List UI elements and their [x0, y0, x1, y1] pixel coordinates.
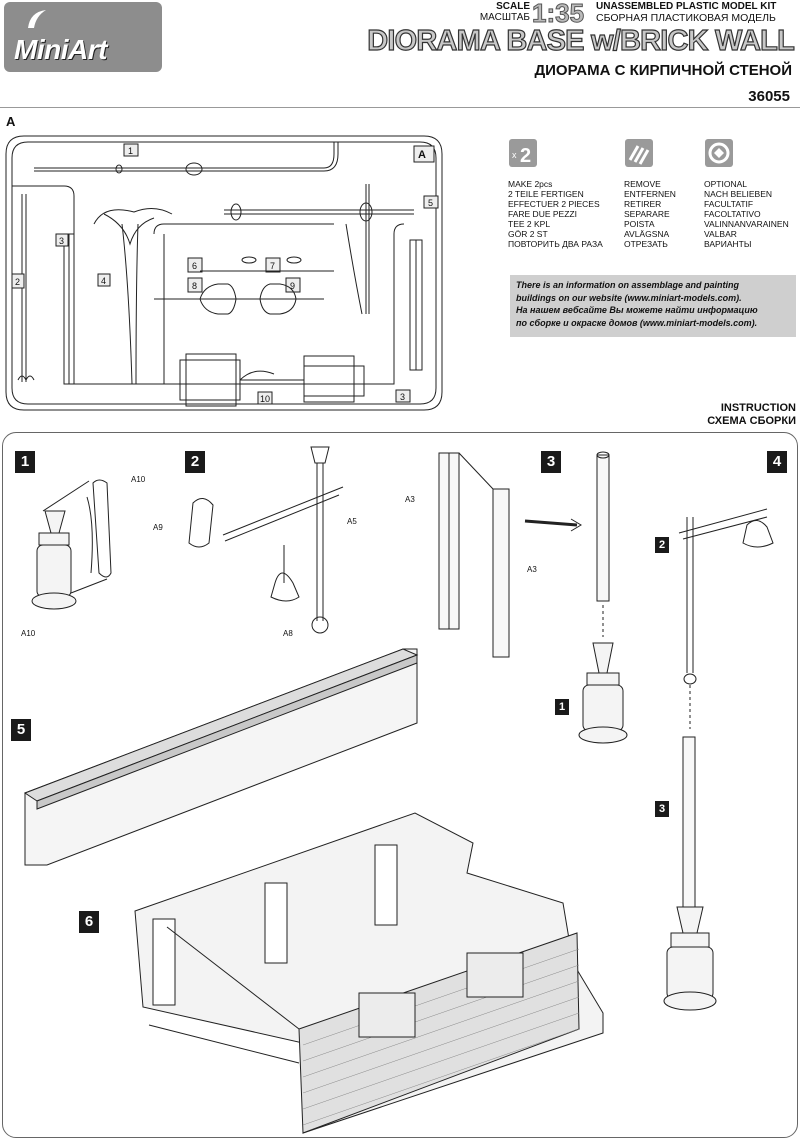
instruction-title-ru: СХЕМА СБОРКИ — [707, 415, 796, 427]
step3-ref-1: 1 — [555, 699, 569, 715]
sprue-part-5: 5 — [428, 198, 433, 208]
step-badge-3: 3 — [541, 451, 561, 473]
sprue-part-3: 3 — [59, 236, 64, 246]
sprue-part-9: 9 — [290, 281, 295, 291]
sprue-diagram: 1 2 3 4 5 6 7 8 9 10 3 A — [4, 134, 444, 412]
sprue-frame-letter: A — [418, 149, 426, 161]
step4-ref-3: 3 — [655, 801, 669, 817]
part-label-a10-bottom: A10 — [21, 629, 36, 638]
instruction-title-en: INSTRUCTION — [720, 402, 796, 414]
step-badge-2: 2 — [185, 451, 205, 473]
legend-optional-line: ВАРИАНТЫ — [704, 239, 752, 249]
legend-make-line: MAKE 2pcs — [508, 179, 553, 189]
part-label-a5: A5 — [347, 517, 357, 526]
step-badge-6: 6 — [79, 911, 99, 933]
sprue-part-2: 2 — [15, 277, 20, 287]
legend-remove-line: POISTA — [624, 219, 655, 229]
legend-optional-line: VALINNANVARAINEN — [704, 219, 789, 229]
logo-swoosh-icon — [28, 10, 46, 28]
legend-make-line: EFFECTUER 2 PIECES — [508, 199, 600, 209]
legend-remove-line: RETIRER — [624, 199, 662, 209]
legend-remove-line: ОТРЕЗАТЬ — [624, 239, 668, 249]
legend-make-line: TEE 2 KPL — [508, 219, 551, 229]
svg-text:x: x — [512, 150, 517, 160]
legend-make-line: GÖR 2 ST — [508, 229, 548, 239]
sprue-letter: A — [6, 114, 16, 129]
legend-remove-line: ENTFERNEN — [624, 189, 676, 199]
part-label-a3-left: A3 — [405, 495, 415, 504]
part-label-a9: A9 — [153, 523, 163, 532]
part-label-a8: A8 — [283, 629, 293, 638]
website-info-box: There is an information on assemblage an… — [510, 275, 796, 337]
sprue-part-10: 10 — [260, 394, 270, 404]
legend-optional: OPTIONAL NACH BELIEBEN FACULTATIF FACOLT… — [704, 138, 796, 249]
optional-icon — [705, 139, 733, 167]
sprue-drawing: 1 2 3 4 5 6 7 8 9 10 3 A — [5, 135, 443, 411]
brand-name: MiniArt — [14, 34, 107, 65]
sprue-part-6: 6 — [192, 261, 197, 271]
instruction-panel: 1 2 3 4 5 6 2 3 1 A10 A10 A9 A5 A8 A3 A3 — [2, 432, 798, 1138]
legend-remove-line: SEPARARE — [624, 209, 670, 219]
scale-label-ru: МАСШТАБ — [479, 12, 530, 23]
miniart-logo: MiniArt — [4, 2, 162, 72]
kit-type-en: UNASSEMBLED PLASTIC MODEL KIT — [596, 1, 777, 12]
legend-make-line: 2 TEILE FERTIGEN — [508, 189, 584, 199]
step-badge-4: 4 — [767, 451, 787, 473]
legend-make: x 2 MAKE 2pcs 2 TEILE FERTIGEN EFFECTUER… — [508, 138, 603, 249]
part-label-a3-right: A3 — [527, 565, 537, 574]
part-label-a10-top: A10 — [131, 475, 146, 484]
title-ru: ДИОРАМА С КИРПИЧНОЙ СТЕНОЙ — [534, 62, 792, 79]
info-line: There is an information on assemblage an… — [516, 280, 740, 290]
legend-make-line: FARE DUE PEZZI — [508, 209, 577, 219]
legend-remove-line: REMOVE — [624, 179, 661, 189]
sprue-part-3b: 3 — [400, 392, 405, 402]
sprue-part-4: 4 — [101, 276, 106, 286]
info-line: по сборке и окраске домов (www.miniart-m… — [516, 317, 758, 328]
header-divider — [0, 107, 800, 108]
scale-label-en: SCALE — [496, 1, 530, 12]
legend-optional-line: NACH BELIEBEN — [704, 189, 773, 199]
sprue-part-8: 8 — [192, 281, 197, 291]
legend-optional-line: FACOLTATIVO — [704, 209, 761, 219]
svg-text:2: 2 — [520, 145, 531, 167]
legend-optional-line: VALBAR — [704, 229, 737, 239]
step-badge-1: 1 — [15, 451, 35, 473]
remove-icon — [625, 139, 653, 167]
legend-make-line: ПОВТОРИТЬ ДВА РАЗА — [508, 239, 603, 249]
step4-ref-2: 2 — [655, 537, 669, 553]
info-line: На нашем вебсайте Вы можете найти информ… — [516, 305, 758, 315]
info-line: buildings on our website (www.miniart-mo… — [516, 292, 742, 303]
legend-optional-line: OPTIONAL — [704, 179, 747, 189]
sprue-part-1: 1 — [128, 146, 133, 156]
legend-remove: REMOVE ENTFERNEN RETIRER SEPARARE POISTA… — [624, 138, 716, 249]
kit-type-ru: СБОРНАЯ ПЛАСТИКОВАЯ МОДЕЛЬ — [596, 12, 776, 24]
step-badge-5: 5 — [11, 719, 31, 741]
kit-number: 36055 — [748, 88, 790, 105]
assembly-drawing — [23, 446, 774, 1134]
sprue-part-7: 7 — [270, 261, 275, 271]
legend: x 2 MAKE 2pcs 2 TEILE FERTIGEN EFFECTUER… — [508, 138, 798, 249]
make-two-icon: x 2 — [509, 139, 537, 167]
legend-optional-line: FACULTATIF — [704, 199, 754, 209]
scale-value: 1:35 — [531, 0, 585, 29]
title-en: DIORAMA BASE w/BRICK WALL — [367, 24, 796, 57]
legend-remove-line: AVLÄGSNA — [624, 229, 670, 239]
